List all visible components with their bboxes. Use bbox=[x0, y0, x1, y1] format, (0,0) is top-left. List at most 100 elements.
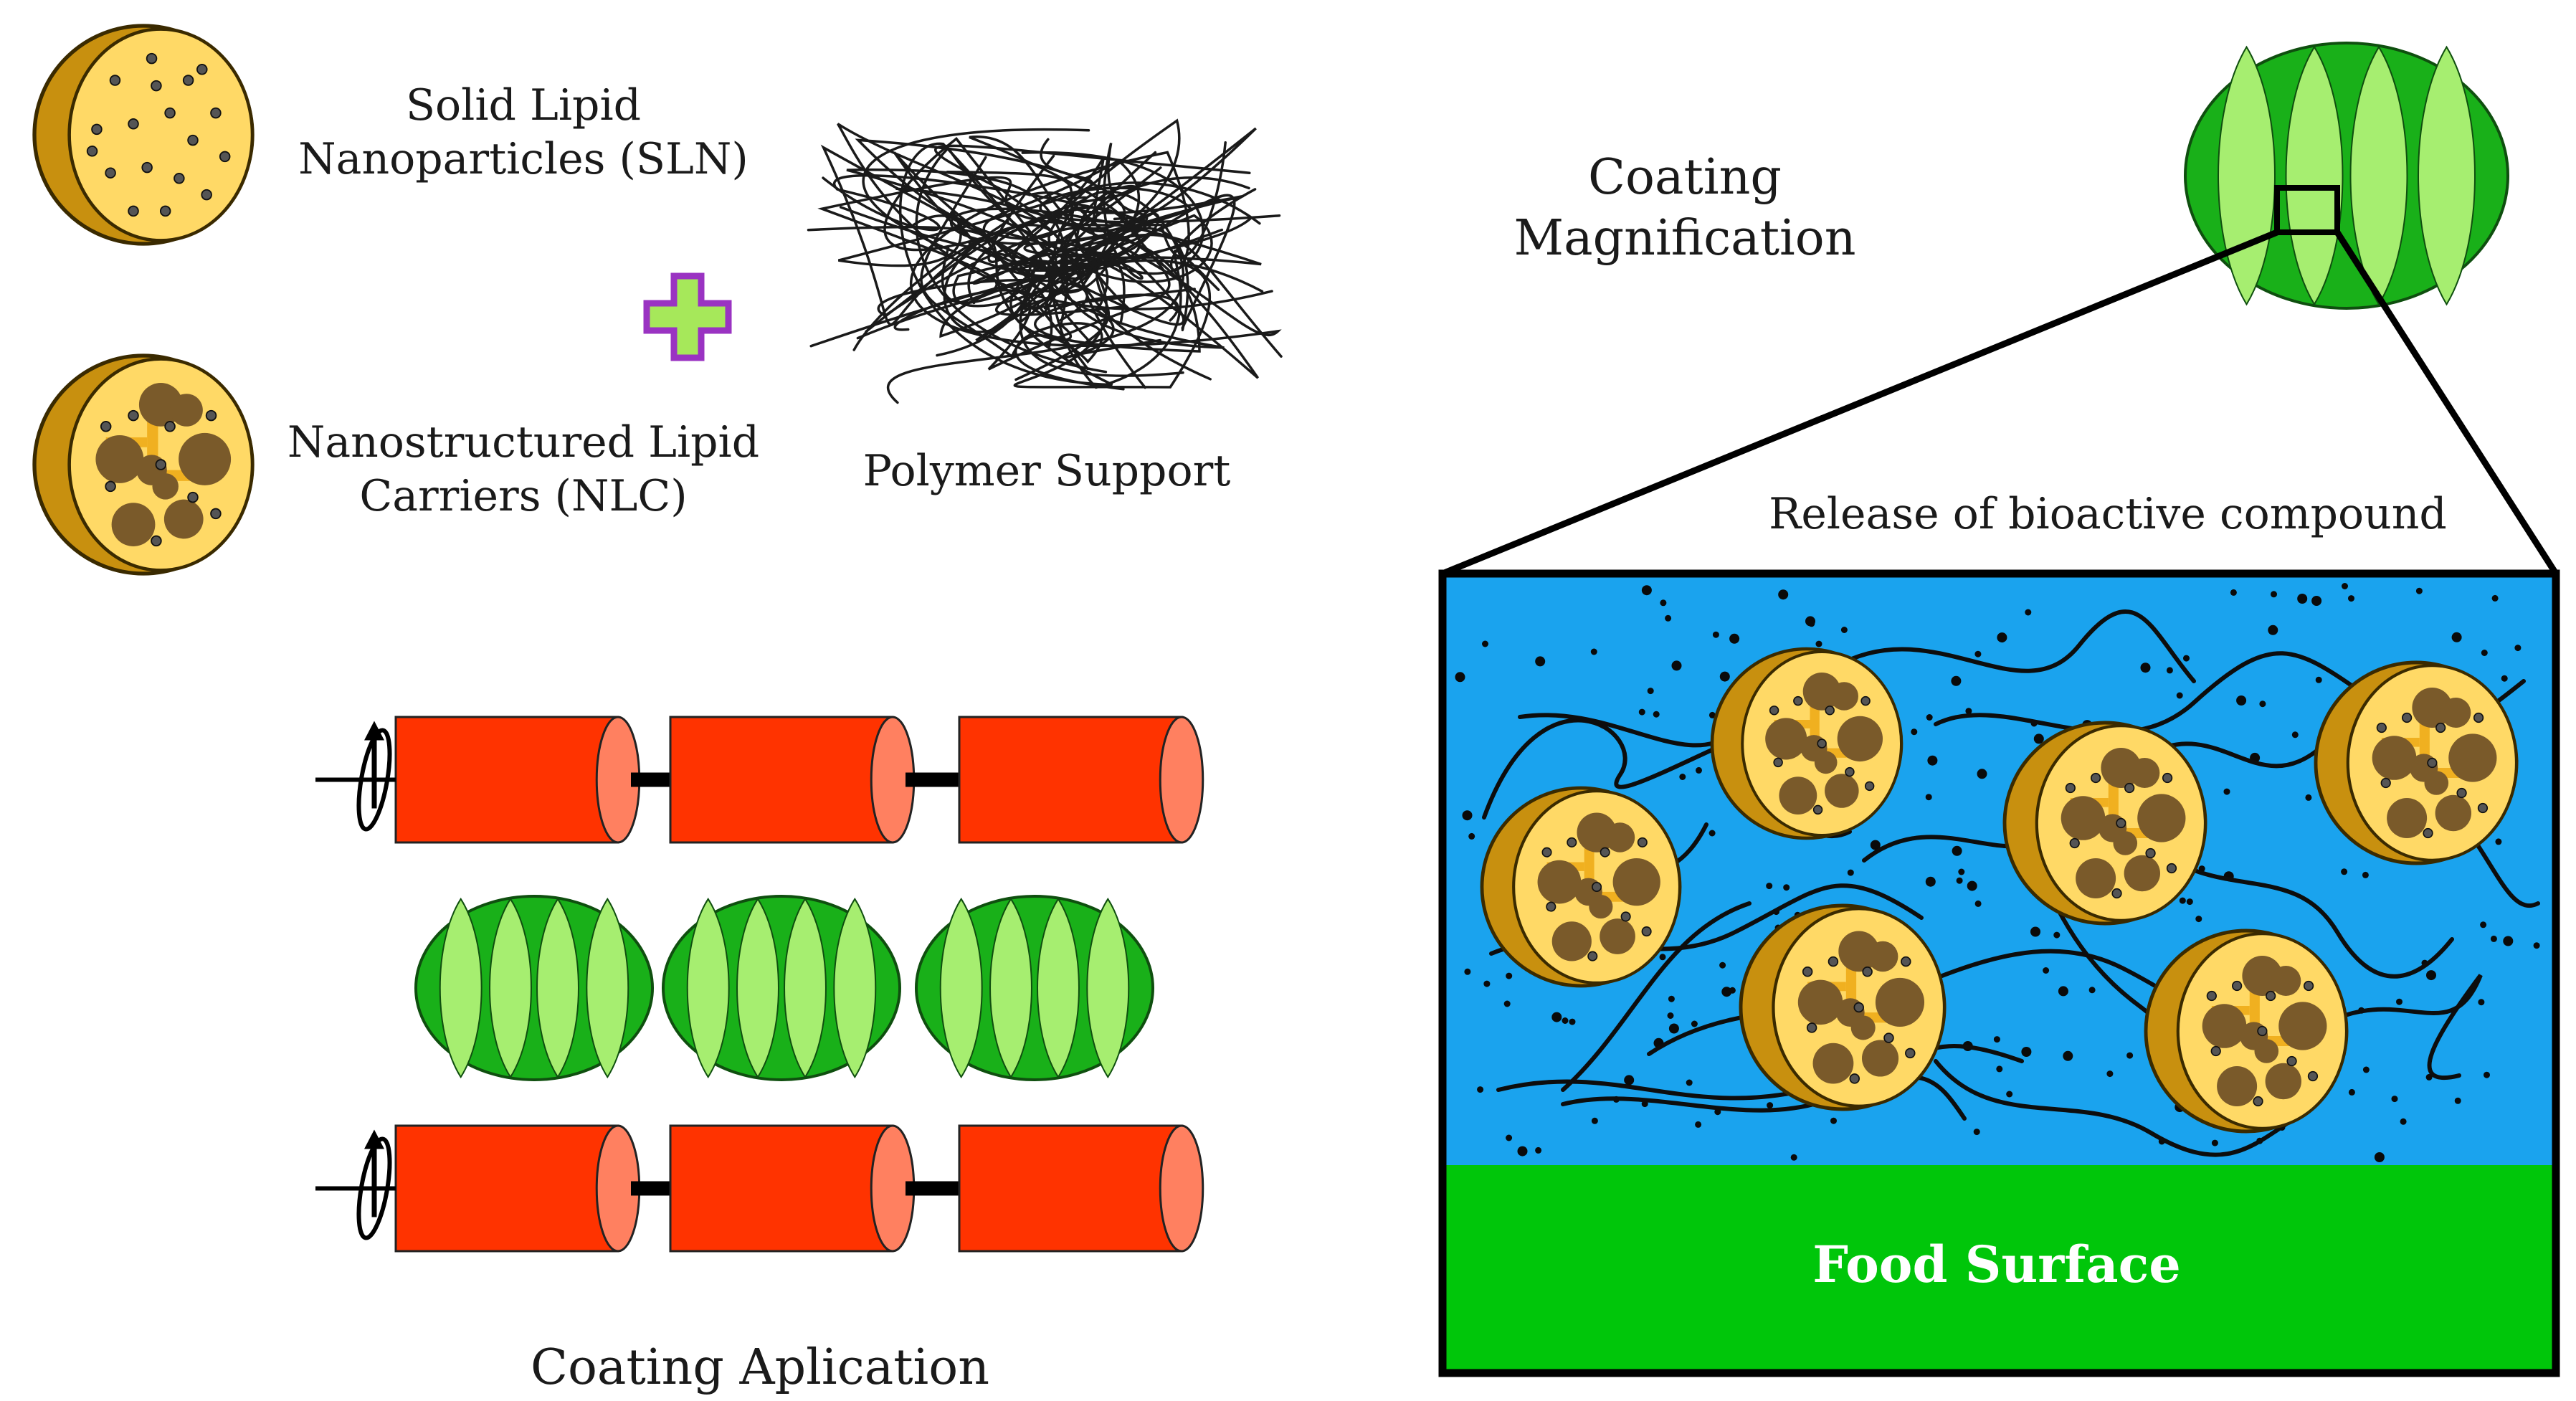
lipid-domain bbox=[1838, 716, 1883, 761]
lipid-domain bbox=[2124, 855, 2160, 891]
polymer-support-label: Polymer Support bbox=[796, 445, 1298, 498]
bioactive-dot bbox=[1591, 649, 1597, 655]
bioactive-dot bbox=[2495, 838, 2501, 845]
lipid-domain bbox=[2061, 796, 2106, 840]
bioactive-dot bbox=[2534, 942, 2540, 949]
particle-dot bbox=[165, 422, 175, 432]
bioactive-dot bbox=[1691, 1021, 1698, 1027]
bioactive-dot bbox=[1783, 884, 1790, 891]
bioactive-dot bbox=[1926, 877, 1936, 887]
bioactive-dot bbox=[2400, 1119, 2407, 1125]
roller-body bbox=[670, 1126, 893, 1251]
roller-end bbox=[1160, 717, 1203, 842]
particle-dot bbox=[201, 190, 212, 200]
bioactive-dot bbox=[2362, 872, 2369, 878]
bioactive-dot bbox=[1686, 1080, 1693, 1086]
lipid-domain bbox=[1813, 1043, 1854, 1084]
bioactive-dot bbox=[1926, 794, 1932, 800]
bioactive-dot bbox=[2514, 645, 2521, 651]
bioactive-dot bbox=[1455, 672, 1465, 682]
particle-dot bbox=[2146, 849, 2155, 858]
particle-dot bbox=[1774, 758, 1782, 766]
particle-dot bbox=[147, 54, 157, 64]
lipid-domain bbox=[2372, 736, 2417, 780]
bioactive-dot bbox=[1911, 728, 1917, 735]
bioactive-dot bbox=[1994, 1036, 2000, 1043]
particle-dot bbox=[2233, 982, 2242, 991]
magnification-label-line1: Coating bbox=[1434, 147, 1936, 208]
bioactive-dot bbox=[2053, 932, 2060, 939]
bioactive-dot bbox=[1926, 714, 1933, 721]
bioactive-dot bbox=[1709, 830, 1716, 837]
lipid-domain bbox=[152, 473, 178, 499]
bioactive-dot bbox=[2043, 967, 2049, 974]
lipid-domain bbox=[170, 394, 203, 427]
coated-fruit-row bbox=[416, 896, 1153, 1080]
particle-dot bbox=[128, 206, 138, 217]
lipid-domain bbox=[2113, 831, 2137, 855]
bioactive-dot bbox=[1535, 656, 1545, 666]
particle-dot bbox=[151, 81, 161, 91]
particle-dot bbox=[1863, 967, 1872, 977]
lipid-domain bbox=[1613, 858, 1660, 906]
particle-dot bbox=[142, 163, 152, 173]
bioactive-dot bbox=[1974, 1129, 1980, 1135]
bioactive-dot bbox=[2030, 927, 2040, 937]
particle-dot bbox=[1546, 902, 1555, 911]
particle-dot bbox=[2428, 759, 2437, 768]
bioactive-dot bbox=[1848, 870, 1854, 876]
bioactive-dot bbox=[1679, 774, 1686, 780]
lipid-domain bbox=[1825, 774, 1859, 808]
roller-axle bbox=[631, 773, 670, 787]
bioactive-dot bbox=[1951, 676, 1961, 686]
lipid-domain bbox=[2202, 1004, 2247, 1048]
food-surface-label: Food Surface bbox=[1441, 1233, 2552, 1296]
bioactive-dot bbox=[2342, 583, 2348, 589]
bioactive-dot bbox=[2195, 916, 2202, 922]
lipid-domain bbox=[1815, 751, 1838, 774]
bioactive-dot bbox=[2177, 693, 2183, 699]
bioactive-dot bbox=[1816, 641, 1822, 647]
bioactive-dot bbox=[2349, 1089, 2355, 1096]
lipid-domain bbox=[1862, 1040, 1898, 1076]
bioactive-dot bbox=[1535, 1147, 1541, 1154]
lipid-domain bbox=[164, 500, 204, 539]
bioactive-dot bbox=[1975, 901, 1982, 907]
particle-dot bbox=[1770, 706, 1779, 715]
particle-dot bbox=[1807, 1023, 1817, 1032]
sln-label: Solid Lipid Nanoparticles (SLN) bbox=[272, 79, 774, 186]
particle-dot bbox=[2112, 889, 2121, 898]
plus-icon bbox=[647, 276, 728, 358]
bioactive-dot bbox=[1624, 1075, 1634, 1085]
bioactive-dot bbox=[1506, 973, 1512, 979]
bioactive-dot bbox=[1464, 969, 1470, 975]
particle-dot bbox=[128, 411, 138, 421]
particle-dot bbox=[2091, 774, 2101, 783]
particle-dot bbox=[2423, 829, 2433, 838]
sln-particle bbox=[34, 26, 252, 244]
bioactive-dot bbox=[1592, 1118, 1598, 1124]
sln-label-line2: Nanoparticles (SLN) bbox=[272, 133, 774, 186]
particle-dot bbox=[2309, 1072, 2318, 1081]
lipid-domain bbox=[95, 435, 143, 483]
particle-dot bbox=[2266, 992, 2276, 1001]
bioactive-dot bbox=[1668, 1012, 1674, 1019]
particle-dot bbox=[1794, 697, 1802, 706]
nlc-label-line2: Carriers (NLC) bbox=[272, 470, 774, 523]
bioactive-dot bbox=[1791, 1154, 1797, 1161]
particle-dot bbox=[161, 206, 171, 217]
bioactive-dot bbox=[2089, 987, 2096, 993]
particle-dot bbox=[1642, 927, 1650, 936]
lipid-domain bbox=[1779, 777, 1817, 815]
bioactive-dot bbox=[2187, 898, 2193, 905]
bioactive-dot bbox=[1518, 1146, 1528, 1157]
particle-dot bbox=[1621, 912, 1630, 921]
particle-dot bbox=[151, 536, 161, 546]
bioactive-dot bbox=[1977, 769, 1987, 779]
particle-dot bbox=[1845, 768, 1854, 777]
roller-body bbox=[396, 1126, 618, 1251]
bioactive-dot bbox=[1967, 881, 1977, 891]
particle-dot bbox=[156, 460, 166, 470]
lipid-domain bbox=[1868, 941, 1898, 972]
particle-dot bbox=[1901, 957, 1911, 967]
